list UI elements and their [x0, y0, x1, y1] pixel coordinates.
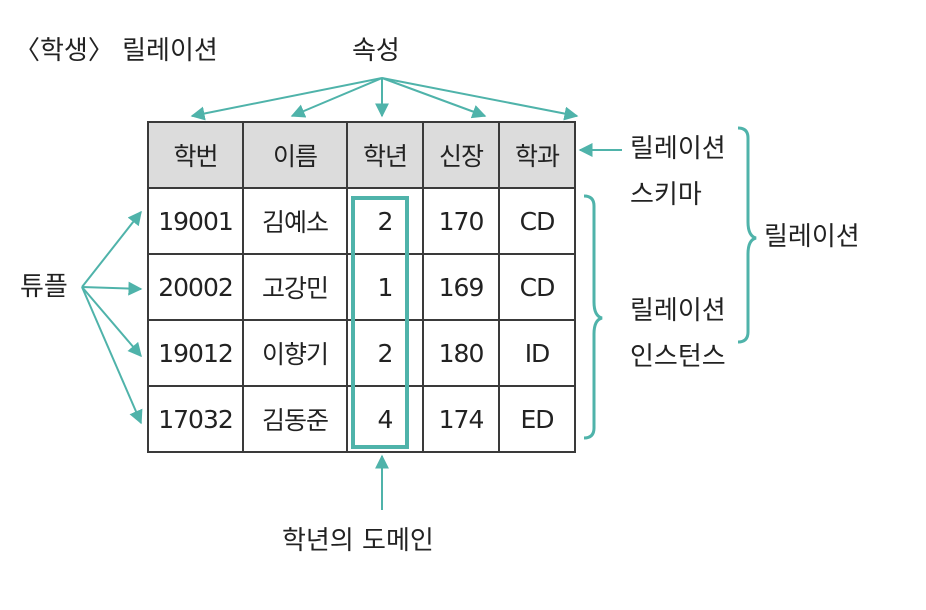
table-cell: 4 — [346, 385, 424, 453]
table-row: 17032 김동준 4 174 ED — [147, 385, 576, 453]
table-cell: 1 — [346, 253, 424, 321]
relation-label: 릴레이션 — [764, 222, 860, 252]
tuple-label: 튜플 — [20, 272, 68, 302]
table-row: 20002 고강민 1 169 CD — [147, 253, 576, 321]
table-cell: 174 — [422, 385, 500, 453]
domain-label: 학년의 도메인 — [282, 526, 434, 556]
table-row: 19012 이향기 2 180 ID — [147, 319, 576, 387]
instance-label-line1: 릴레이션 — [630, 296, 726, 326]
relation-table: 학번 이름 학년 신장 학과 19001 김예소 2 170 CD 20002 … — [147, 121, 576, 453]
header-cell: 이름 — [242, 121, 348, 189]
attribute-arrow — [381, 77, 487, 119]
attribute-arrow — [381, 77, 579, 121]
table-cell: 180 — [422, 319, 500, 387]
table-cell: 2 — [346, 187, 424, 255]
relation-brace — [737, 126, 757, 344]
table-cell: ID — [498, 319, 576, 387]
table-cell: 김동준 — [242, 385, 348, 453]
table-cell: 19001 — [147, 187, 244, 255]
tuple-arrow — [81, 286, 143, 425]
table-cell: 김예소 — [242, 187, 348, 255]
table-cell: CD — [498, 187, 576, 255]
table-cell: 이향기 — [242, 319, 348, 387]
table-cell: 17032 — [147, 385, 244, 453]
relation-name-label: 〈학생〉 릴레이션 — [14, 36, 218, 66]
table-cell: ED — [498, 385, 576, 453]
table-cell: 169 — [422, 253, 500, 321]
attribute-arrow — [290, 77, 383, 118]
attribute-arrow — [190, 77, 383, 121]
header-cell: 신장 — [422, 121, 500, 189]
tuple-arrow — [81, 286, 142, 358]
tuple-arrow — [81, 210, 142, 288]
table-header-row: 학번 이름 학년 신장 학과 — [147, 121, 576, 189]
table-cell: 170 — [422, 187, 500, 255]
header-cell: 학번 — [147, 121, 244, 189]
instance-brace — [583, 194, 603, 440]
table-cell: 고강민 — [242, 253, 348, 321]
table-cell: CD — [498, 253, 576, 321]
schema-label-line1: 릴레이션 — [630, 134, 726, 164]
table-cell: 19012 — [147, 319, 244, 387]
table-cell: 2 — [346, 319, 424, 387]
schema-label-line2: 스키마 — [630, 180, 702, 210]
table-row: 19001 김예소 2 170 CD — [147, 187, 576, 255]
instance-label-line2: 인스턴스 — [630, 342, 726, 372]
header-cell: 학년 — [346, 121, 424, 189]
attribute-label: 속성 — [352, 36, 400, 66]
header-cell: 학과 — [498, 121, 576, 189]
table-cell: 20002 — [147, 253, 244, 321]
tuple-arrow — [81, 281, 143, 296]
